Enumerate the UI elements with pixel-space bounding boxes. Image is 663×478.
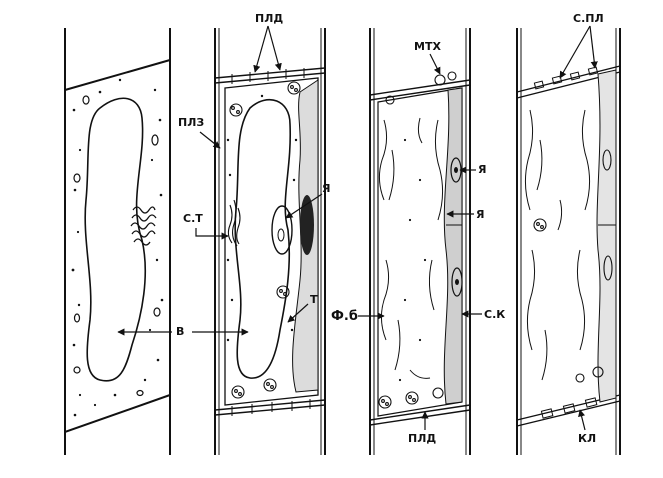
cell-4	[516, 28, 621, 455]
label-ya-2-text: Я	[322, 182, 330, 195]
cell-1-nucleus-chromosomes	[130, 206, 157, 246]
cell-2-nucleolus	[277, 228, 285, 242]
cell-3-companion-nucleus-b	[451, 267, 463, 297]
cell-1	[64, 28, 171, 455]
leader-pld-top-a	[253, 25, 269, 73]
cell-1-cytoplasm-dots	[71, 78, 164, 417]
leader-ya-2	[285, 193, 323, 219]
cell-4-companion-cell	[596, 69, 617, 403]
label-ya-3a-text: Я	[478, 163, 486, 176]
cell-2-vacuole	[234, 98, 292, 379]
label-plz: ПЛЗ	[178, 116, 221, 149]
cell-2-nucleus	[271, 205, 293, 255]
label-v: В	[117, 325, 249, 338]
cell-3-pprotein-fibrils	[378, 117, 444, 379]
leader-mtx	[429, 53, 441, 75]
cell-3-plastids-bottom	[378, 387, 444, 409]
label-plz-text: ПЛЗ	[178, 116, 204, 129]
cell-2-plasmodesmata-top	[231, 68, 305, 84]
label-mtx: МТХ	[414, 40, 441, 75]
leader-kl	[578, 409, 586, 431]
cell-3-companion-nucleolus-b	[455, 279, 459, 285]
label-fb: Ф.б	[331, 309, 385, 324]
label-spl: С.ПЛ	[559, 12, 604, 79]
leader-plz	[199, 131, 221, 149]
label-ya-3b: Я	[446, 208, 484, 221]
label-spl-text: С.ПЛ	[573, 12, 604, 25]
label-v-text: В	[176, 325, 184, 338]
cell-4-companion-nucleus-b	[603, 255, 613, 281]
label-st: С.Т	[183, 212, 229, 240]
label-st-text: С.Т	[183, 212, 203, 225]
cell-4-companion-nucleus-a	[602, 149, 612, 171]
label-t: Т	[287, 293, 318, 323]
label-t-text: Т	[310, 293, 318, 306]
label-sk: С.К	[461, 308, 505, 321]
cell-1-protoplast	[64, 58, 171, 434]
label-pld-top: ПЛД	[253, 12, 283, 73]
cell-3-cytoplasm-dots	[398, 138, 427, 382]
cell-2-er-stack	[227, 199, 241, 247]
leader-t	[287, 303, 309, 323]
leader-st	[195, 228, 229, 240]
label-kl: КЛ	[578, 409, 596, 445]
cell-3-companion-nucleolus-a	[454, 167, 458, 173]
label-mtx-text: МТХ	[414, 40, 441, 53]
label-pld-top-text: ПЛД	[255, 12, 283, 25]
leader-pld-top-b	[267, 25, 282, 71]
cell-2-top-cross-wall	[214, 67, 326, 84]
label-kl-text: КЛ	[578, 432, 596, 445]
label-fb-text: Ф.б	[331, 309, 358, 324]
cell-3	[369, 28, 471, 455]
label-ya-2: Я	[285, 182, 330, 219]
cell-4-plastids	[533, 218, 604, 383]
cell-1-vacuole	[84, 97, 147, 382]
label-sk-text: С.К	[484, 308, 505, 321]
cell-1-granules	[73, 95, 161, 397]
cell-2-plasmalemma	[224, 77, 319, 406]
cell-4-sieve-pores-top	[533, 66, 599, 90]
cell-2-bottom-cross-wall	[214, 399, 326, 416]
cell-3-bottom-cross-wall	[369, 404, 471, 426]
cell-2-plastids	[229, 81, 301, 399]
leader-spl-a	[559, 25, 591, 79]
cell-3-companion-cell	[443, 87, 463, 405]
leader-spl-b	[589, 25, 598, 69]
label-ya-3a: Я	[459, 163, 486, 176]
cell-4-pprotein-strands	[524, 109, 591, 381]
cell-2-cytoplasm-dots	[226, 94, 298, 342]
label-pld-bottom: ПЛД	[408, 411, 436, 445]
cell-4-callose-bottom	[540, 397, 598, 419]
cell-2	[214, 28, 326, 455]
label-ya-3b-text: Я	[476, 208, 484, 221]
cell-2-companion-nucleus	[300, 195, 314, 255]
label-pld-bottom-text: ПЛД	[408, 432, 436, 445]
cell-2-plasmodesmata-bottom	[231, 399, 311, 416]
cell-3-mitochondria	[385, 71, 457, 105]
